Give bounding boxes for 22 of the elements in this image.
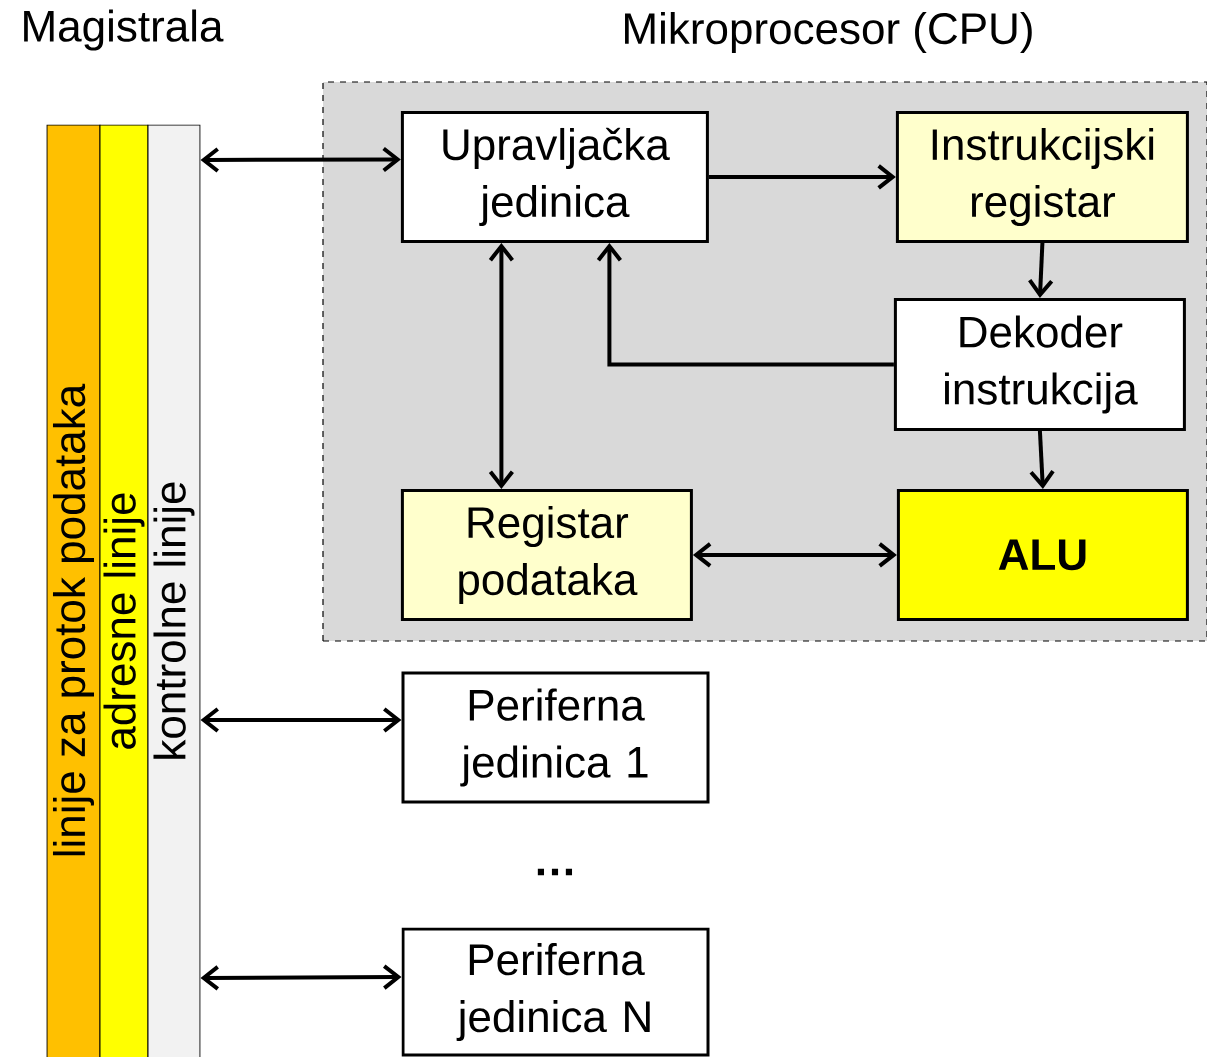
arrow	[692, 542, 897, 568]
process-box: Registar podataka	[400, 488, 693, 621]
node-label: Mikroprocesor (CPU)	[625, 11, 1032, 53]
process-box: Instrukcijski registar	[895, 110, 1189, 243]
arrow	[200, 707, 402, 733]
arrow	[596, 242, 894, 367]
ellipsis-text: …	[537, 868, 572, 876]
process-box: Dekoder instrukcija	[893, 297, 1186, 431]
arrow	[200, 964, 402, 991]
bus-line-band: linije za protok podataka	[46, 124, 101, 1057]
process-box: Upravljačka jedinica	[400, 110, 709, 243]
arrow	[708, 164, 896, 190]
arrow	[200, 146, 401, 173]
process-box: ALU	[896, 488, 1189, 621]
arrow	[1028, 242, 1054, 298]
process-box: Periferna jedinica N	[401, 927, 710, 1057]
bus-line-band: adresne linije	[99, 124, 149, 1057]
arrow	[1029, 430, 1055, 489]
bus-line-band: kontrolne linije	[147, 124, 201, 1057]
process-box: Periferna jedinica 1	[401, 671, 710, 804]
arrow	[488, 242, 514, 489]
bus-title: Magistrala	[24, 9, 224, 51]
